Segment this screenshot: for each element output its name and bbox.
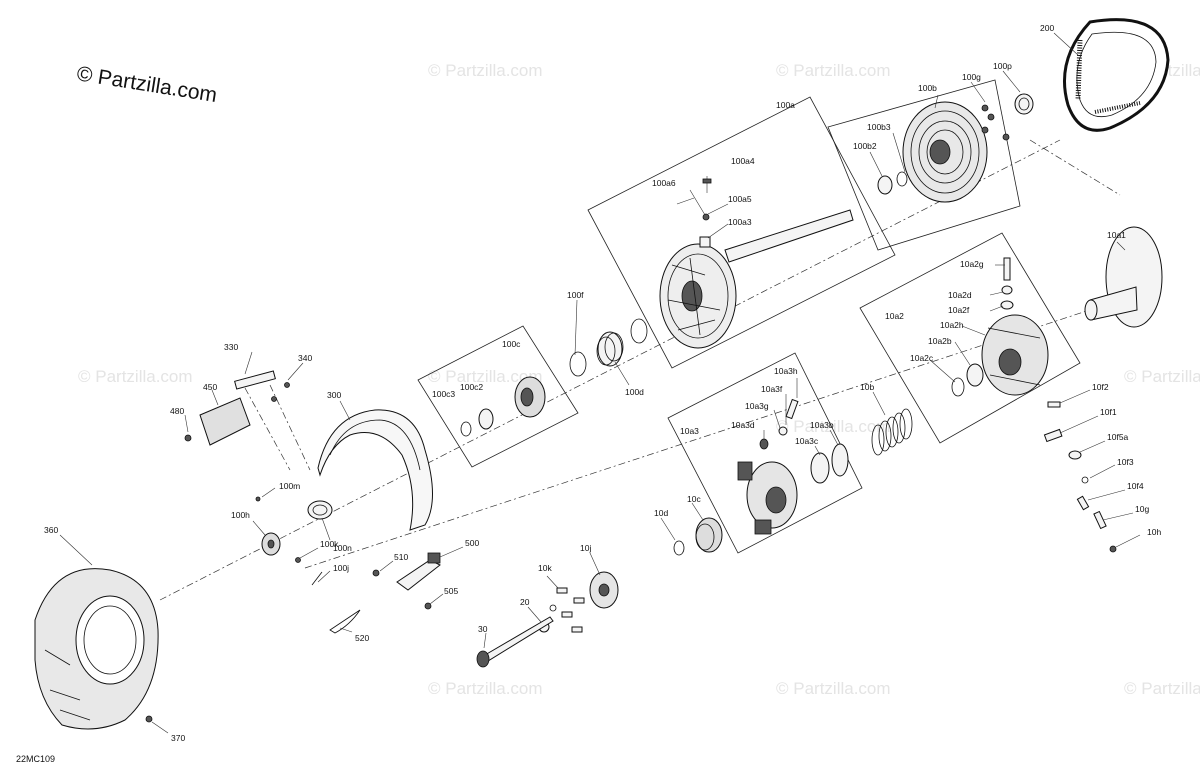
callout-label: 10a2c — [910, 353, 934, 363]
spider-10a3 — [737, 398, 849, 535]
diagram-code: 22MC109 — [16, 754, 55, 764]
callout-label: 100c3 — [432, 389, 455, 399]
watermark: © Partzilla.com — [428, 61, 543, 80]
bracket-parts — [184, 370, 290, 446]
callout-label: 10f3 — [1117, 457, 1134, 467]
callout-label: 360 — [44, 525, 58, 535]
callout-label: 100f — [567, 290, 584, 300]
callout-label: 10d — [654, 508, 668, 518]
callout-label: 100d — [625, 387, 644, 397]
callout-label: 10a3d — [731, 420, 755, 430]
callout-label: 10b — [860, 382, 874, 392]
callout-label: 100b — [918, 83, 937, 93]
callout-label: 10f2 — [1092, 382, 1109, 392]
callout-label: 200 — [1040, 23, 1054, 33]
sheave-100a — [659, 176, 854, 349]
flyweight-parts — [1043, 401, 1117, 553]
watermark: © Partzilla.com — [776, 417, 891, 436]
callout-label: 100c — [502, 339, 521, 349]
callout-label: 10a3f — [761, 384, 783, 394]
callout-label: 10a3b — [810, 420, 834, 430]
callout-label: 100b2 — [853, 141, 877, 151]
callout-label: 10f4 — [1127, 481, 1144, 491]
callout-label: 10a2 — [885, 311, 904, 321]
group-boxes — [417, 79, 1081, 554]
callout-label: 10a1 — [1107, 230, 1126, 240]
nut-parts — [255, 496, 323, 586]
group-box-10a2 — [859, 232, 1081, 444]
group-box-100c — [417, 325, 579, 468]
callout-label: 100a4 — [731, 156, 755, 166]
callout-label: 100a5 — [728, 194, 752, 204]
callout-label: 10c — [687, 494, 701, 504]
callout-label: 30 — [478, 624, 488, 634]
lower-parts — [476, 517, 723, 668]
callout-label: 10a2h — [940, 320, 964, 330]
callout-label: 10g — [1135, 504, 1149, 514]
watermark-group: © Partzilla.com © Partzilla.com © Partzi… — [78, 61, 1200, 698]
watermark: © Partzilla.com — [428, 367, 543, 386]
callout-labels: 200 100p 100g 100b 100a 100b3 100b2 100a… — [44, 23, 1161, 743]
callout-label: 100j — [333, 563, 349, 573]
callout-label: 10a3 — [680, 426, 699, 436]
callout-label: 10a3g — [745, 401, 769, 411]
drive-belt — [1063, 18, 1170, 132]
parts-100c — [460, 318, 648, 437]
callout-label: 100g — [962, 72, 981, 82]
callout-label: 100a — [776, 100, 795, 110]
callout-label: 100a3 — [728, 217, 752, 227]
callout-label: 370 — [171, 733, 185, 743]
watermark: © Partzilla.com — [1124, 679, 1200, 698]
callout-label: 10f5a — [1107, 432, 1129, 442]
callout-label: 10f1 — [1100, 407, 1117, 417]
callout-label: 10a2f — [948, 305, 970, 315]
watermark: © Partzilla.com — [78, 367, 193, 386]
callout-label: 450 — [203, 382, 217, 392]
callout-label: 10a2g — [960, 259, 984, 269]
callout-label: 100b3 — [867, 122, 891, 132]
callout-label: 10h — [1147, 527, 1161, 537]
brand-logo: © Partzilla.com — [75, 62, 218, 107]
callout-label: 10a3c — [795, 436, 819, 446]
cover-300 — [307, 409, 433, 531]
watermark: © Partzilla.com — [1124, 367, 1200, 386]
callout-label: 100h — [231, 510, 250, 520]
group-box-100b — [827, 79, 1021, 251]
callout-label: 10j — [580, 543, 591, 553]
housing-360 — [34, 568, 159, 730]
callout-label: 480 — [170, 406, 184, 416]
sheave-10a1 — [1084, 226, 1163, 328]
spring-10b — [871, 408, 913, 456]
callout-label: 300 — [327, 390, 341, 400]
leader-lines — [59, 32, 1141, 734]
callout-label: 10a2d — [948, 290, 972, 300]
callout-label: 100p — [993, 61, 1012, 71]
callout-label: 10a2b — [928, 336, 952, 346]
callout-label: 10a3h — [774, 366, 798, 376]
watermark: © Partzilla.com — [428, 679, 543, 698]
callout-label: 505 — [444, 586, 458, 596]
callout-label: 10k — [538, 563, 552, 573]
watermark: © Partzilla.com — [776, 679, 891, 698]
callout-label: 100c2 — [460, 382, 483, 392]
sheave-100b — [877, 93, 1034, 203]
callout-label: 520 — [355, 633, 369, 643]
callout-label: 100a6 — [652, 178, 676, 188]
housing-10a2 — [951, 257, 1049, 397]
callout-label: 100n — [333, 543, 352, 553]
sensor-parts — [329, 552, 441, 634]
callout-label: 100m — [279, 481, 300, 491]
callout-label: 500 — [465, 538, 479, 548]
group-box-100a — [587, 96, 896, 369]
watermark: © Partzilla.com — [776, 61, 891, 80]
group-box-10a3 — [667, 352, 863, 554]
callout-label: 330 — [224, 342, 238, 352]
callout-label: 20 — [520, 597, 530, 607]
callout-label: 100k — [320, 539, 339, 549]
callout-label: 510 — [394, 552, 408, 562]
callout-label: 340 — [298, 353, 312, 363]
